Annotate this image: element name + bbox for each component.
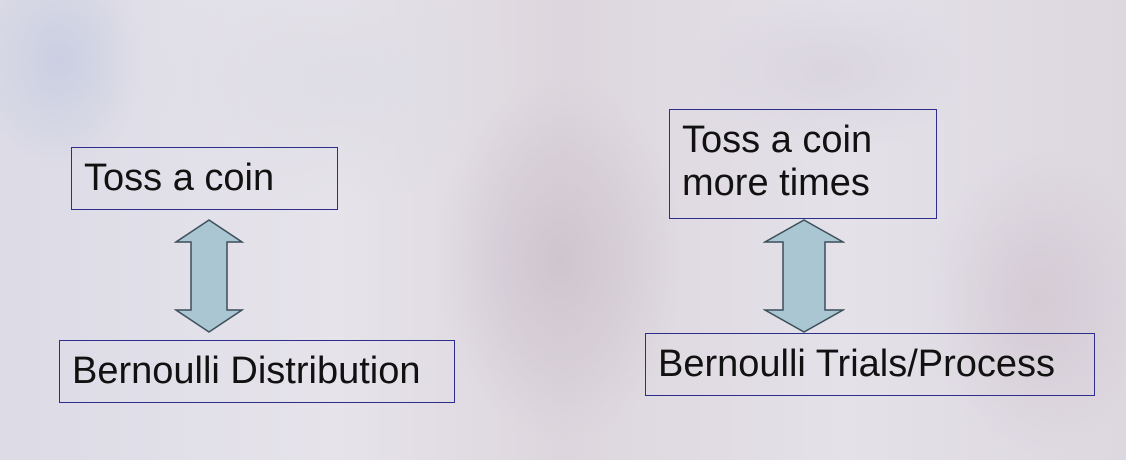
toss-coin-more-times-box: Toss a coin more times	[669, 109, 937, 219]
bernoulli-trials-process-label: Bernoulli Trials/Process	[658, 343, 1056, 385]
toss-coin-box: Toss a coin	[71, 147, 338, 210]
toss-coin-more-line-1: Toss a coin	[682, 119, 873, 161]
bernoulli-distribution-box: Bernoulli Distribution	[59, 340, 455, 403]
toss-coin-more-line-2: more times	[682, 161, 870, 204]
bernoulli-distribution-label: Bernoulli Distribution	[72, 350, 421, 392]
right-double-arrow-icon	[763, 219, 845, 333]
left-double-arrow-icon	[174, 219, 244, 333]
toss-coin-label: Toss a coin	[84, 157, 275, 199]
bernoulli-trials-process-box: Bernoulli Trials/Process	[645, 333, 1095, 396]
